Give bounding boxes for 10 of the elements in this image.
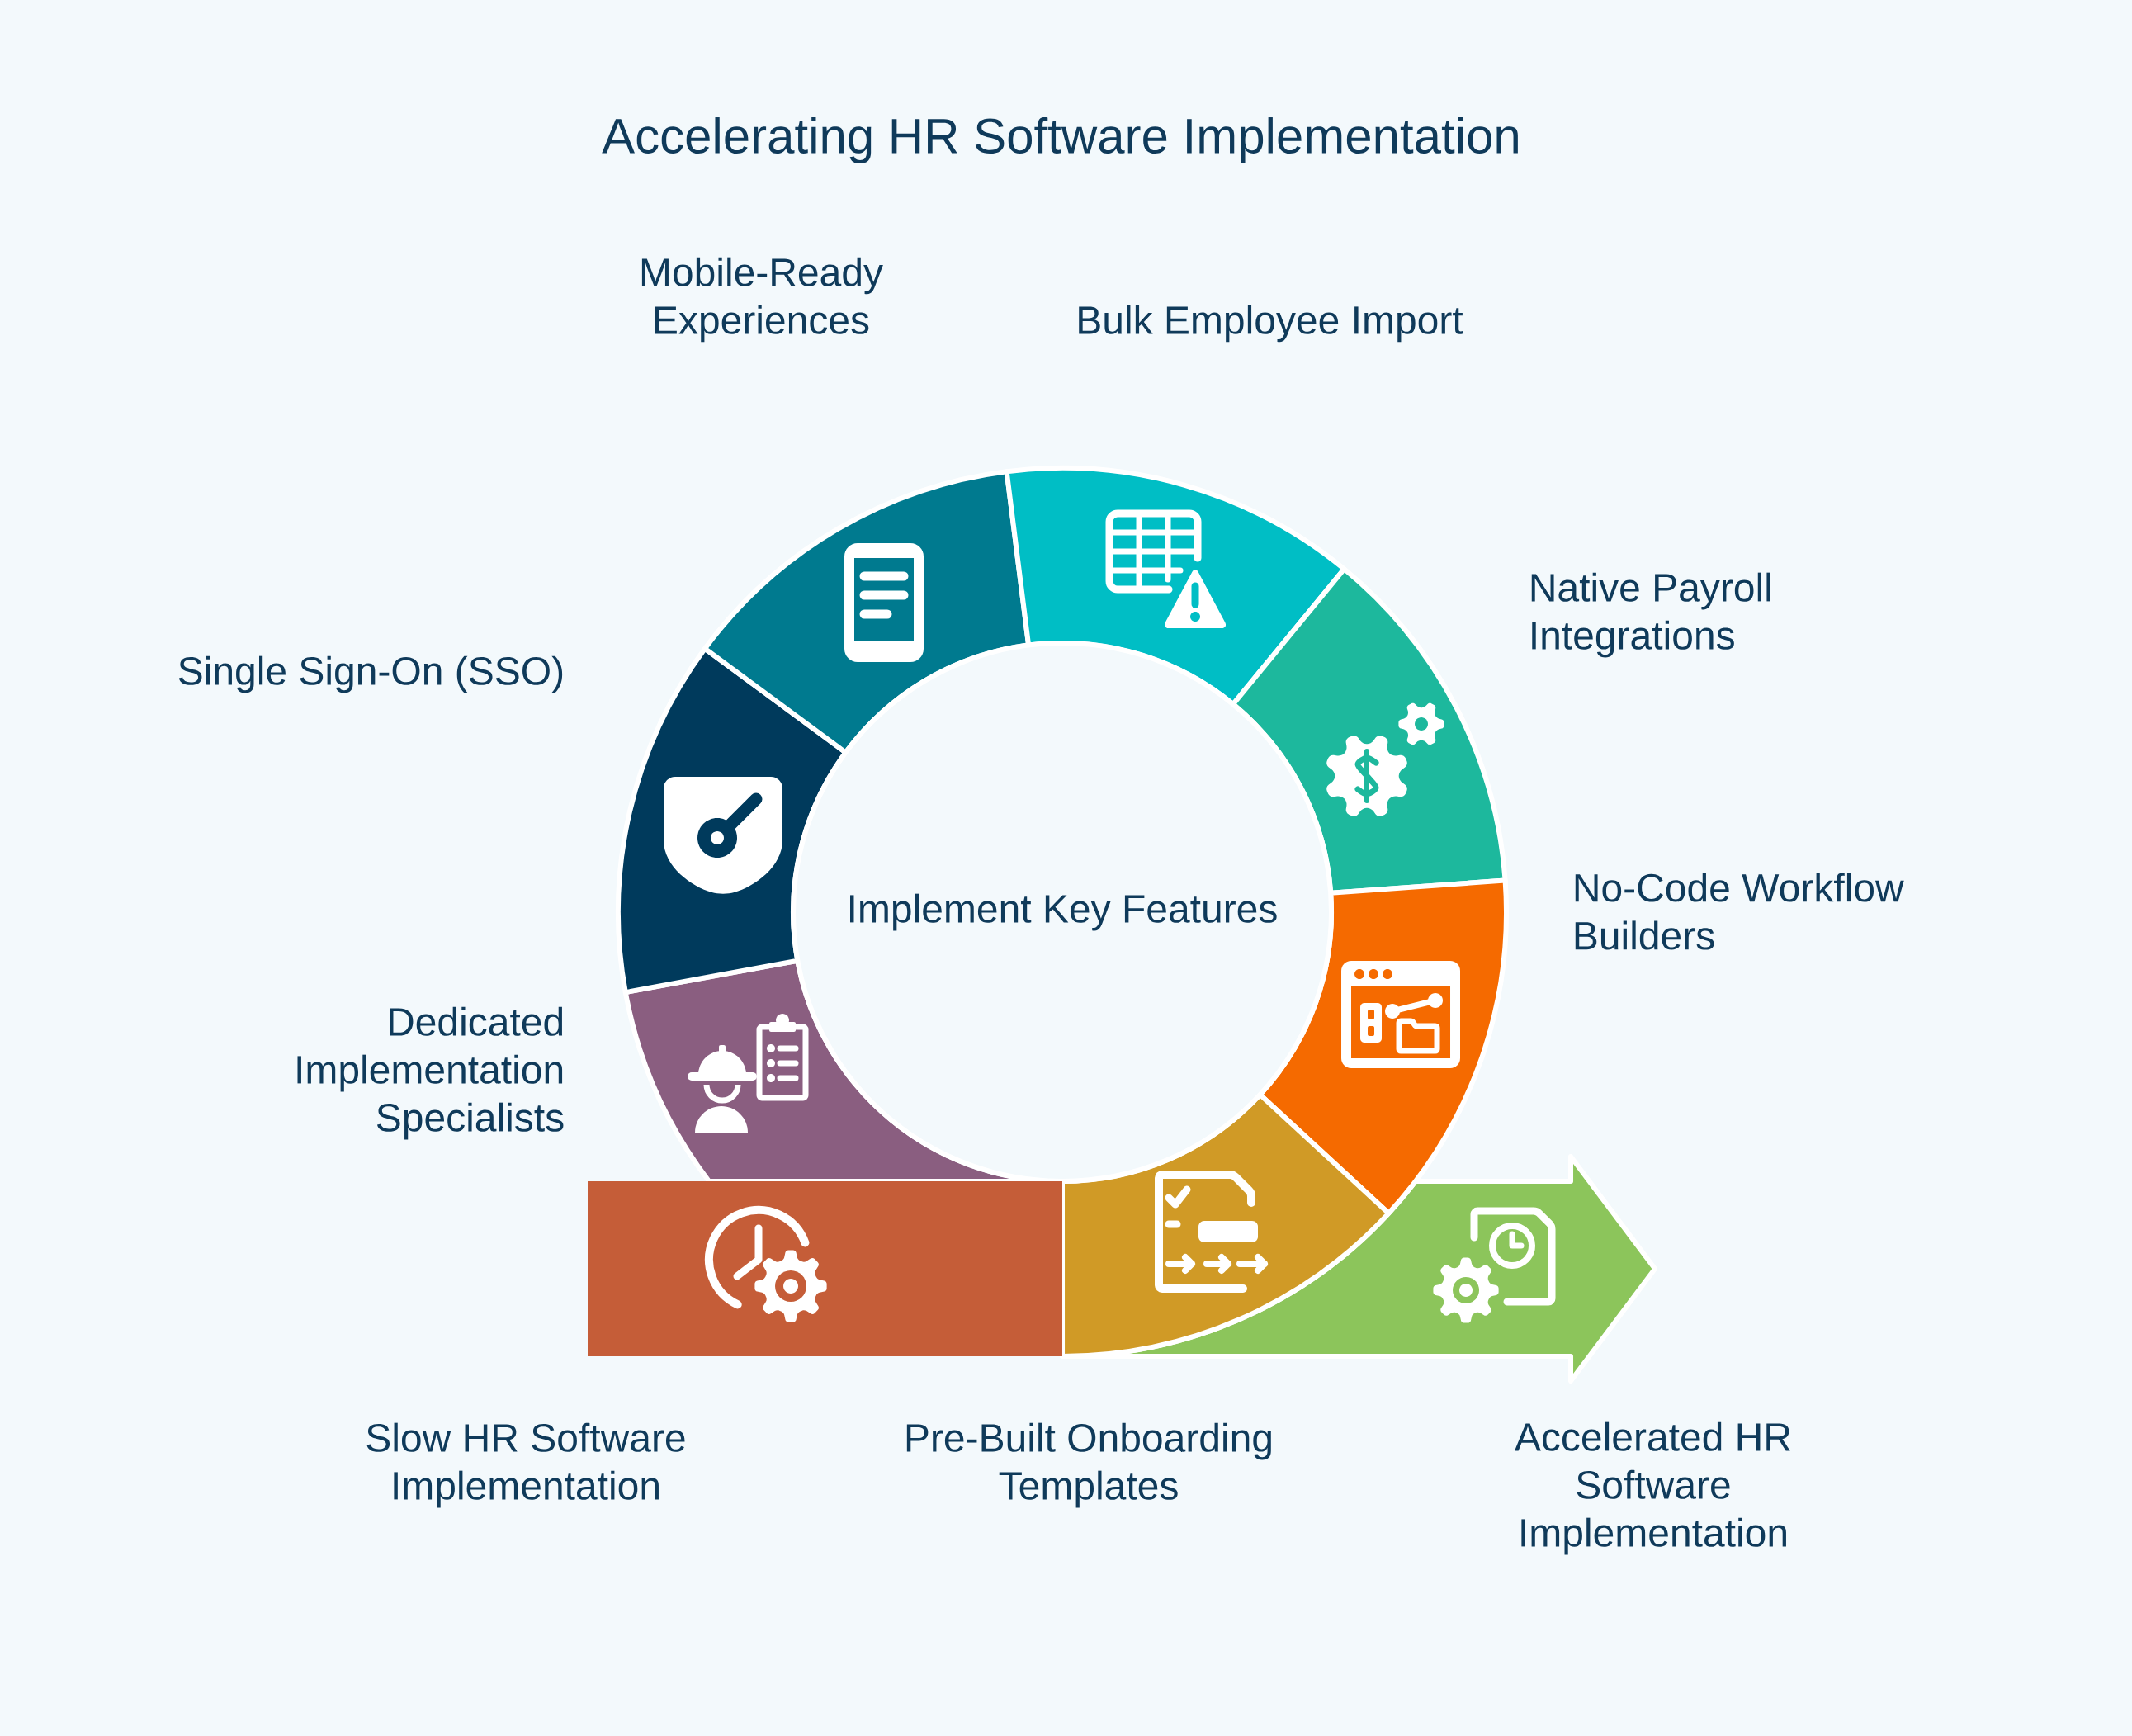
stage-label: Slow HR Software Implementation: [366, 1422, 685, 1508]
segment-label: No-Code Workflow Builders: [1575, 873, 1904, 950]
segment-label: Native Payroll Integrations: [1531, 572, 1770, 658]
segment-label: Mobile-Ready Experiences: [641, 257, 883, 343]
segment-label: Single Sign-On (SSO): [178, 655, 563, 693]
segment-label: Bulk Employee Import: [1079, 305, 1463, 343]
title: Accelerating HR Software Implementation: [602, 117, 1518, 163]
stage-label: Accelerated HR Software Implementation: [1515, 1421, 1790, 1555]
segment-label: Dedicated Implementation Specialists: [297, 1006, 564, 1140]
segment-label: Pre-Built Onboarding Templates: [906, 1422, 1271, 1508]
